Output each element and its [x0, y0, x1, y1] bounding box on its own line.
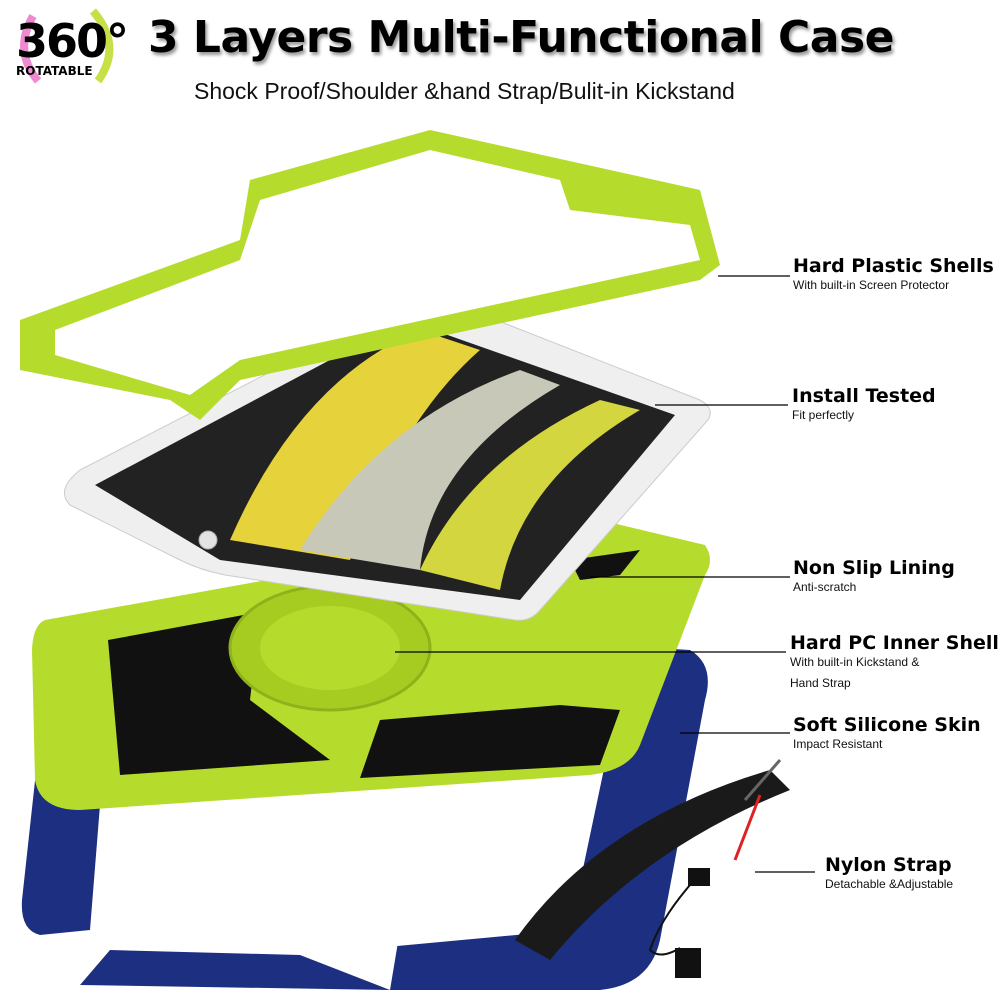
callout-nylon-strap: Nylon Strap Detachable &Adjustable	[825, 854, 953, 893]
stylus	[733, 794, 762, 861]
callout-text: Impact Resistant	[793, 737, 883, 751]
callout-text: Fit perfectly	[792, 408, 855, 422]
tablet	[63, 294, 711, 621]
badge-label: ROTATABLE	[16, 64, 93, 78]
callout-title: Nylon Strap	[825, 854, 952, 876]
rotatable-badge: 360° ROTATABLE	[8, 6, 129, 86]
home-button-icon	[198, 530, 218, 550]
callout-title: Soft Silicone Skin	[793, 714, 981, 736]
page-title: 3 Layers Multi-Functional Case	[148, 12, 894, 63]
page-subtitle: Shock Proof/Shoulder &hand Strap/Bulit-i…	[194, 78, 735, 104]
callout-text: With built-in Screen Protector	[793, 278, 950, 292]
hard-plastic-frame	[20, 130, 720, 420]
callout-text: Anti-scratch	[793, 580, 857, 594]
callout-hard-pc-inner-shell: Hard PC Inner Shell With built-in Kickst…	[790, 632, 999, 692]
callout-non-slip-lining: Non Slip Lining Anti-scratch	[793, 557, 955, 596]
callout-title: Hard PC Inner Shell	[790, 632, 999, 654]
leader-lines	[395, 275, 815, 873]
rotation-arrows-icon	[20, 8, 114, 84]
badge-number: 360°	[16, 14, 129, 68]
callout-soft-silicone-skin: Soft Silicone Skin Impact Resistant	[793, 714, 981, 753]
nylon-strap	[515, 759, 790, 978]
callout-title: Hard Plastic Shells	[793, 255, 994, 277]
callout-install-tested: Install Tested Fit perfectly	[792, 385, 936, 424]
callout-title: Non Slip Lining	[793, 557, 955, 579]
callout-text: Detachable &Adjustable	[825, 877, 954, 891]
callout-text: Hand Strap	[790, 676, 851, 690]
callout-title: Install Tested	[792, 385, 936, 407]
callout-hard-plastic-shells: Hard Plastic Shells With built-in Screen…	[793, 255, 994, 294]
callout-text: With built-in Kickstand &	[790, 655, 920, 669]
